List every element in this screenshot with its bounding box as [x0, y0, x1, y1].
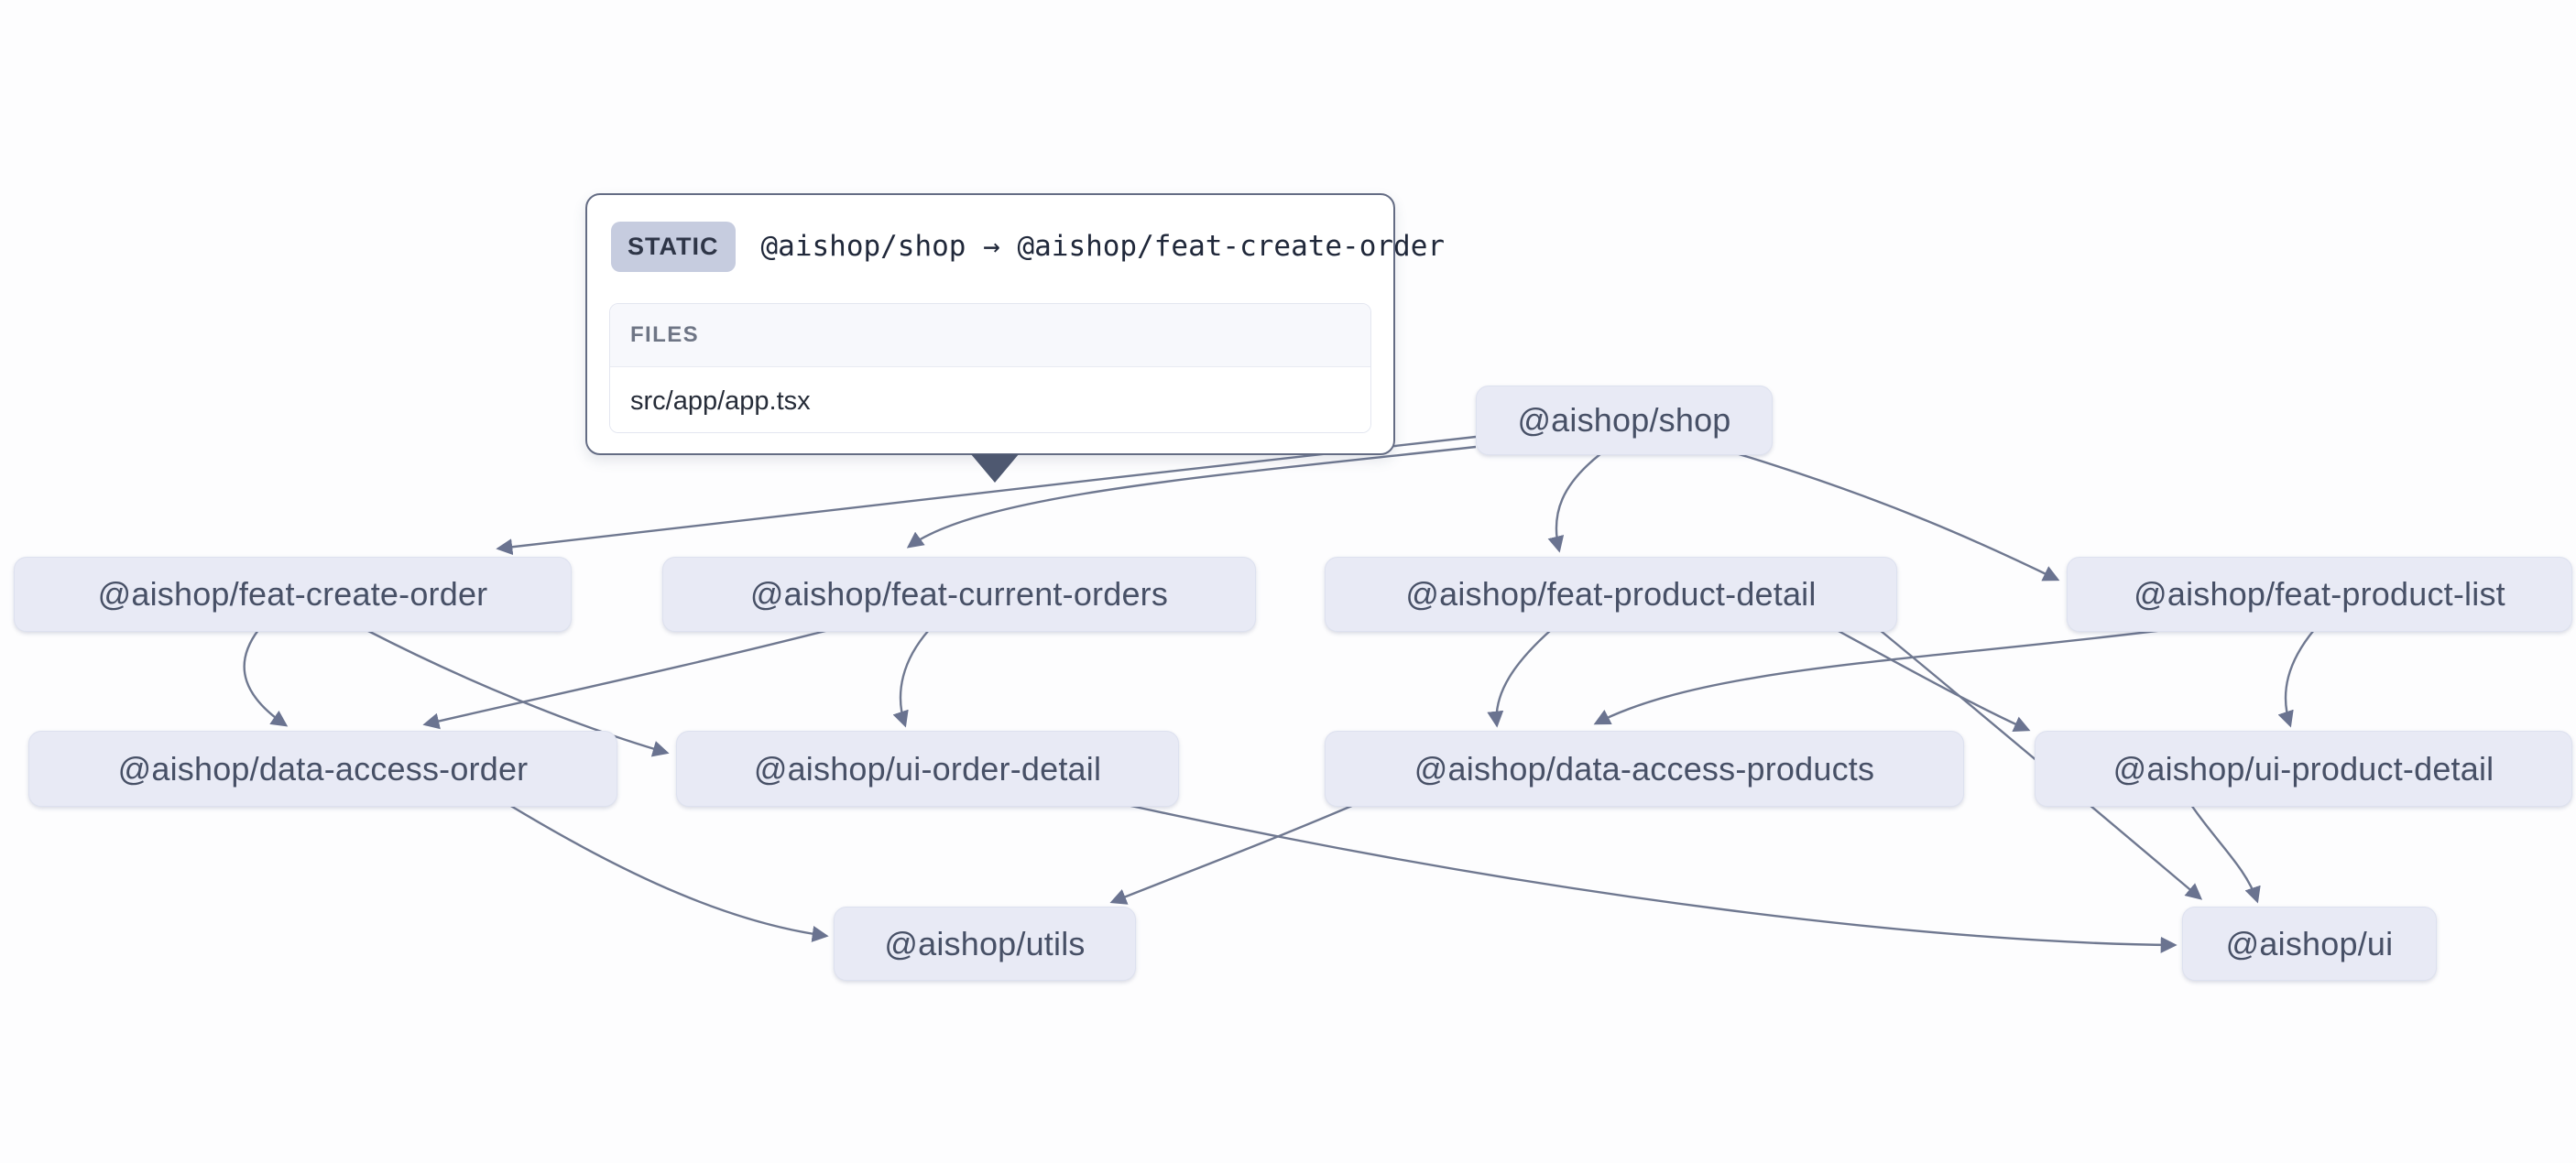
node-utils[interactable]: @aishop/utils: [834, 907, 1136, 981]
edge-shop-to-feat-current-orders[interactable]: [906, 445, 1477, 549]
edge-feat-product-list-to-ui-product-detail[interactable]: [2277, 629, 2315, 728]
node-ui-product-detail[interactable]: @aishop/ui-product-detail: [2035, 731, 2572, 807]
tooltip-header: STATIC @aishop/shop → @aishop/feat-creat…: [587, 195, 1445, 298]
edge-type-badge: STATIC: [611, 221, 736, 272]
node-data-access-products[interactable]: @aishop/data-access-products: [1325, 731, 1964, 807]
edge-feat-product-list-to-data-access-products[interactable]: [1593, 628, 2165, 725]
edge-shop-to-feat-product-detail[interactable]: [1547, 452, 1602, 553]
edge-tooltip: STATIC @aishop/shop → @aishop/feat-creat…: [585, 193, 1445, 455]
files-panel: FILES src/app/app.tsx: [609, 303, 1371, 433]
node-feat-product-list[interactable]: @aishop/feat-product-list: [2067, 557, 2572, 632]
edge-feat-create-order-to-ui-order-detail[interactable]: [366, 628, 670, 757]
edge-feat-product-detail-to-ui-product-detail[interactable]: [1836, 628, 2031, 733]
files-header-label: FILES: [610, 304, 1370, 367]
edge-feat-product-detail-to-data-access-products[interactable]: [1487, 629, 1552, 728]
node-ui-order-detail[interactable]: @aishop/ui-order-detail: [676, 731, 1179, 807]
edge-ui-product-detail-to-ui[interactable]: [2190, 804, 2261, 904]
node-ui[interactable]: @aishop/ui: [2182, 907, 2437, 981]
edge-shop-to-feat-product-list[interactable]: [1735, 451, 2060, 582]
edge-feat-current-orders-to-ui-order-detail[interactable]: [892, 629, 930, 728]
file-path-item: src/app/app.tsx: [610, 367, 1370, 432]
edge-feat-current-orders-to-data-access-order[interactable]: [422, 628, 830, 730]
edge-route-text: @aishop/shop → @aishop/feat-create-order: [760, 230, 1446, 263]
node-feat-current-orders[interactable]: @aishop/feat-current-orders: [662, 557, 1256, 632]
edge-data-access-order-to-utils[interactable]: [508, 803, 829, 942]
edge-data-access-products-to-utils[interactable]: [1109, 803, 1355, 905]
node-shop[interactable]: @aishop/shop: [1476, 386, 1773, 455]
node-feat-create-order[interactable]: @aishop/feat-create-order: [14, 557, 572, 632]
node-feat-product-detail[interactable]: @aishop/feat-product-detail: [1325, 557, 1897, 632]
node-data-access-order[interactable]: @aishop/data-access-order: [28, 731, 617, 807]
edge-ui-order-detail-to-ui[interactable]: [1126, 803, 2178, 953]
edge-feat-create-order-to-data-access-order[interactable]: [243, 629, 289, 727]
